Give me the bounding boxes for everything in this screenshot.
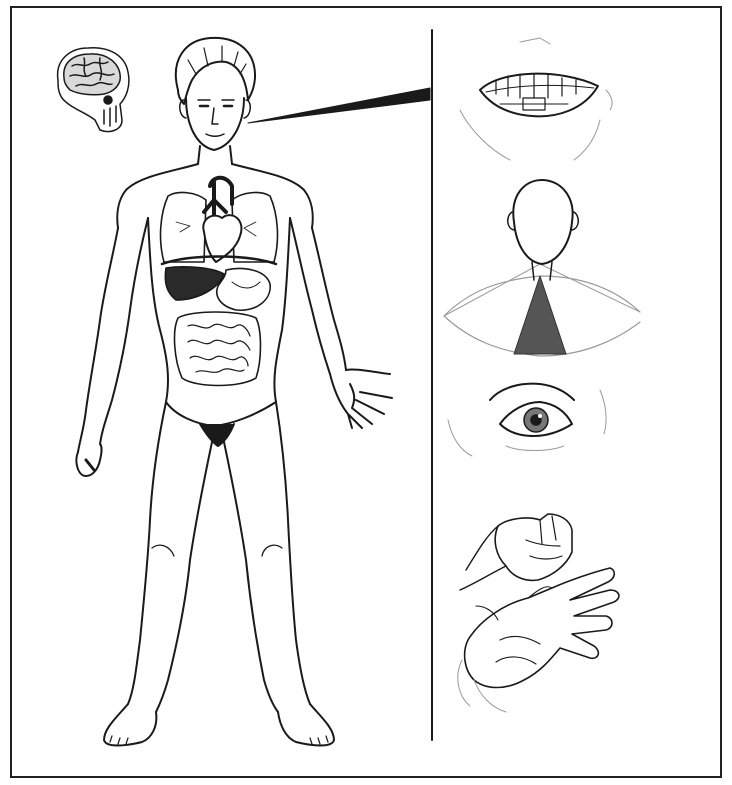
arm-right (290, 218, 346, 374)
leg-left (128, 402, 212, 712)
visual-field-panel (444, 180, 640, 356)
blind-spot-wedge (514, 276, 566, 354)
brain-skull-icon (58, 48, 129, 132)
hand-right (330, 369, 392, 428)
head-back-view (513, 180, 572, 264)
foot-left (104, 704, 156, 746)
liver (165, 267, 224, 300)
hand-left (76, 444, 101, 476)
leg-right (224, 402, 310, 712)
internal-organs (161, 178, 278, 386)
human-body-figure (76, 38, 392, 746)
arm-left (78, 218, 148, 452)
stomach (217, 269, 270, 311)
hair (176, 38, 255, 104)
foot-right (278, 704, 334, 746)
pointer-wedge (248, 88, 430, 123)
eye-panel (448, 384, 606, 456)
mouth-teeth-panel (460, 38, 612, 160)
hand-panel (458, 514, 619, 712)
groin (200, 424, 234, 446)
intestines (175, 312, 261, 386)
